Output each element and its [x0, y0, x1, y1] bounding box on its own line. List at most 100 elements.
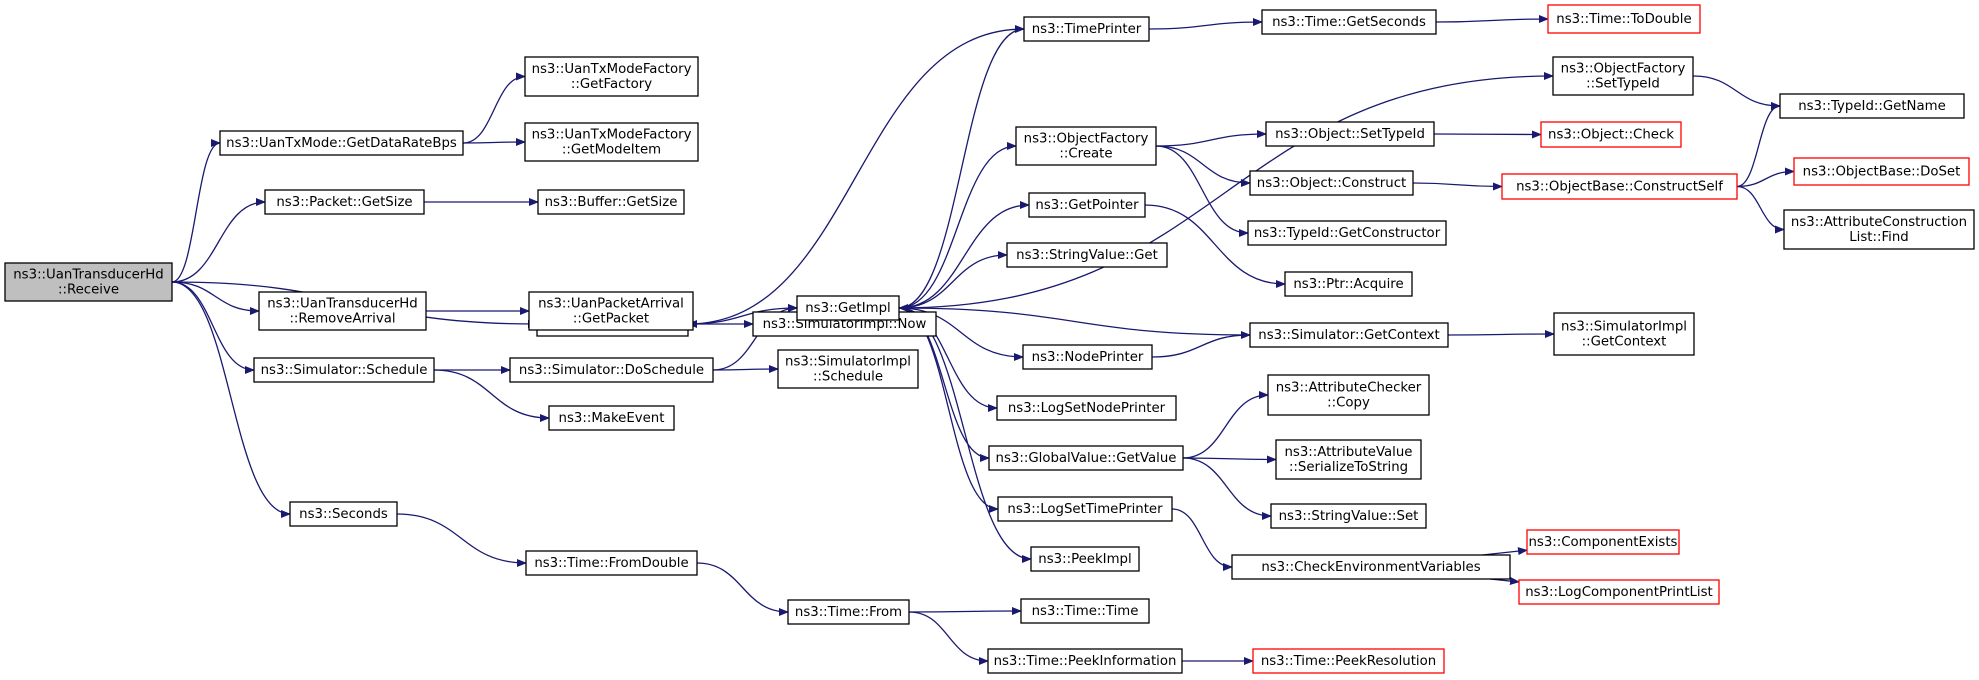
node-todouble[interactable]: ns3::Time::ToDouble — [1547, 4, 1701, 34]
node-box — [1015, 126, 1157, 166]
node-label: ns3::MakeEvent — [559, 411, 665, 426]
node-logtimeprinter[interactable]: ns3::LogSetTimePrinter — [997, 496, 1173, 522]
node-buffer-getsize[interactable]: ns3::Buffer::GetSize — [537, 189, 685, 215]
node-removearrival[interactable]: ns3::UanTransducerHd::RemoveArrival — [258, 291, 427, 331]
node-getfactory[interactable]: ns3::UanTxModeFactory::GetFactory — [524, 56, 699, 97]
node-box — [258, 291, 427, 331]
node-stringvalue-get[interactable]: ns3::StringValue::Get — [1006, 242, 1168, 268]
node-label: ns3::UanTransducerHd — [13, 268, 164, 283]
node-lognodeprinter[interactable]: ns3::LogSetNodePrinter — [996, 395, 1177, 421]
node-label: ::Receive — [58, 283, 119, 298]
node-logcomponentprintlist[interactable]: ns3::LogComponentPrintList — [1518, 579, 1720, 605]
node-box — [1265, 121, 1435, 147]
node-of-settypeid[interactable]: ns3::ObjectFactory::SetTypeId — [1552, 56, 1694, 96]
node-label: ns3::Time::GetSeconds — [1272, 15, 1426, 30]
node-obj-check[interactable]: ns3::Object::Check — [1540, 121, 1682, 148]
edge-obj_construct-to-constructself — [1412, 182, 1503, 191]
node-box — [1779, 93, 1965, 119]
node-box — [1552, 56, 1694, 96]
node-label: ns3::ObjectBase::DoSet — [1803, 165, 1961, 180]
node-obj-settypeid[interactable]: ns3::Object::SetTypeId — [1265, 121, 1435, 147]
node-label: ns3::LogSetNodePrinter — [1008, 401, 1166, 416]
node-stringvalue-set[interactable]: ns3::StringValue::Set — [1270, 503, 1427, 529]
node-peekimpl[interactable]: ns3::PeekImpl — [1030, 546, 1140, 572]
node-getimpl[interactable]: ns3::GetImpl — [796, 295, 900, 321]
node-serializetostring[interactable]: ns3::AttributeValue::SerializeToString — [1275, 439, 1422, 480]
node-gv-getvalue[interactable]: ns3::GlobalValue::GetValue — [988, 445, 1184, 471]
node-componentexists[interactable]: ns3::ComponentExists — [1526, 529, 1680, 555]
node-timeprinter[interactable]: ns3::TimePrinter — [1023, 16, 1150, 42]
node-box — [1249, 322, 1449, 348]
node-makeevent[interactable]: ns3::MakeEvent — [548, 405, 675, 431]
node-box — [1261, 9, 1437, 35]
node-label: ns3::Packet::GetSize — [276, 195, 412, 210]
edge-timeprinter-to-getseconds — [1148, 18, 1263, 30]
node-simimpl-now[interactable]: ns3::SimulatorImpl::Now — [752, 311, 937, 337]
node-typeid-getname[interactable]: ns3::TypeId::GetName — [1779, 93, 1965, 119]
node-box — [1547, 4, 1701, 34]
edge-doschedule-to-getimpl — [712, 304, 798, 371]
edge-of_create-to-getconstructor — [1155, 145, 1249, 237]
node-packet-getsize[interactable]: ns3::Packet::GetSize — [264, 189, 425, 215]
node-time-from[interactable]: ns3::Time::From — [787, 599, 910, 625]
node-ptr-acquire[interactable]: ns3::Ptr::Acquire — [1284, 271, 1413, 297]
edge-gv_getvalue-to-stringvalue_set — [1182, 457, 1272, 520]
node-box — [1023, 16, 1150, 42]
node-label: ns3::LogComponentPrintList — [1525, 585, 1713, 600]
node-label: ns3::GlobalValue::GetValue — [996, 451, 1177, 466]
node-getpacket[interactable]: ns3::UanPacketArrival::GetPacket — [528, 291, 694, 331]
node-of-create[interactable]: ns3::ObjectFactory::Create — [1015, 126, 1157, 166]
node-sim-schedule[interactable]: ns3::Simulator::Schedule — [253, 357, 435, 383]
node-box — [1030, 546, 1140, 572]
node-box — [1553, 312, 1695, 356]
node-checkenv[interactable]: ns3::CheckEnvironmentVariables — [1231, 554, 1511, 580]
edge-of_create-to-obj_construct — [1155, 145, 1251, 187]
edge-constructself-to-doset — [1736, 167, 1795, 188]
node-doschedule[interactable]: ns3::Simulator::DoSchedule — [509, 357, 714, 383]
node-box — [1793, 157, 1970, 186]
node-label: List::Find — [1849, 230, 1908, 245]
node-label: ns3::UanTransducerHd — [267, 297, 418, 312]
node-getseconds[interactable]: ns3::Time::GetSeconds — [1261, 9, 1437, 35]
node-time-time[interactable]: ns3::Time::Time — [1020, 598, 1150, 624]
edge-obj_settypeid-to-obj_check — [1433, 130, 1542, 139]
node-nodeprinter[interactable]: ns3::NodePrinter — [1022, 344, 1153, 370]
node-peekinformation[interactable]: ns3::Time::PeekInformation — [987, 648, 1183, 674]
node-box — [1275, 439, 1422, 480]
node-checker-copy[interactable]: ns3::AttributeChecker::Copy — [1267, 374, 1430, 416]
node-box — [253, 357, 435, 383]
node-label: ns3::Object::SetTypeId — [1275, 127, 1425, 142]
edge-getimpl-to-stringvalue_get — [898, 251, 1008, 309]
edge-receive-to-seconds — [171, 281, 291, 518]
node-box — [1526, 529, 1680, 555]
node-constructself[interactable]: ns3::ObjectBase::ConstructSelf — [1501, 173, 1738, 200]
node-getdatarate[interactable]: ns3::UanTxMode::GetDataRateBps — [219, 130, 464, 156]
node-box — [1006, 242, 1168, 268]
node-label: ns3::Object::Construct — [1257, 176, 1406, 191]
node-getmodeitem[interactable]: ns3::UanTxModeFactory::GetModeItem — [524, 122, 699, 162]
edge-gv_getvalue-to-serializetostring — [1182, 455, 1277, 464]
edge-seconds-to-fromdouble — [396, 513, 527, 567]
node-getcontext[interactable]: ns3::Simulator::GetContext — [1249, 322, 1449, 348]
node-seconds[interactable]: ns3::Seconds — [289, 501, 398, 527]
node-label: ::Schedule — [813, 370, 883, 385]
node-box — [1249, 170, 1414, 196]
node-box — [1022, 344, 1153, 370]
node-fromdouble[interactable]: ns3::Time::FromDouble — [525, 550, 698, 576]
node-label: ns3::AttributeConstruction — [1791, 215, 1967, 230]
node-doset[interactable]: ns3::ObjectBase::DoSet — [1793, 157, 1970, 186]
node-obj-construct[interactable]: ns3::Object::Construct — [1249, 170, 1414, 196]
node-peekresolution[interactable]: ns3::Time::PeekResolution — [1252, 648, 1445, 674]
node-label: ns3::Time::From — [795, 605, 902, 620]
edge-of_settypeid-to-typeid_getname — [1692, 75, 1781, 110]
node-getconstructor[interactable]: ns3::TypeId::GetConstructor — [1247, 220, 1447, 246]
node-label: ns3::UanTxModeFactory — [532, 62, 692, 77]
edge-timeprinter-to-sim_now — [687, 28, 1025, 328]
node-getpointer[interactable]: ns3::GetPointer — [1028, 192, 1146, 218]
node-label: ns3::Seconds — [299, 507, 388, 522]
node-simimpl-schedule[interactable]: ns3::SimulatorImpl::Schedule — [777, 349, 919, 389]
node-simimpl-getcontext[interactable]: ns3::SimulatorImpl::GetContext — [1553, 312, 1695, 356]
node-label: ns3::SimulatorImpl — [785, 355, 911, 370]
